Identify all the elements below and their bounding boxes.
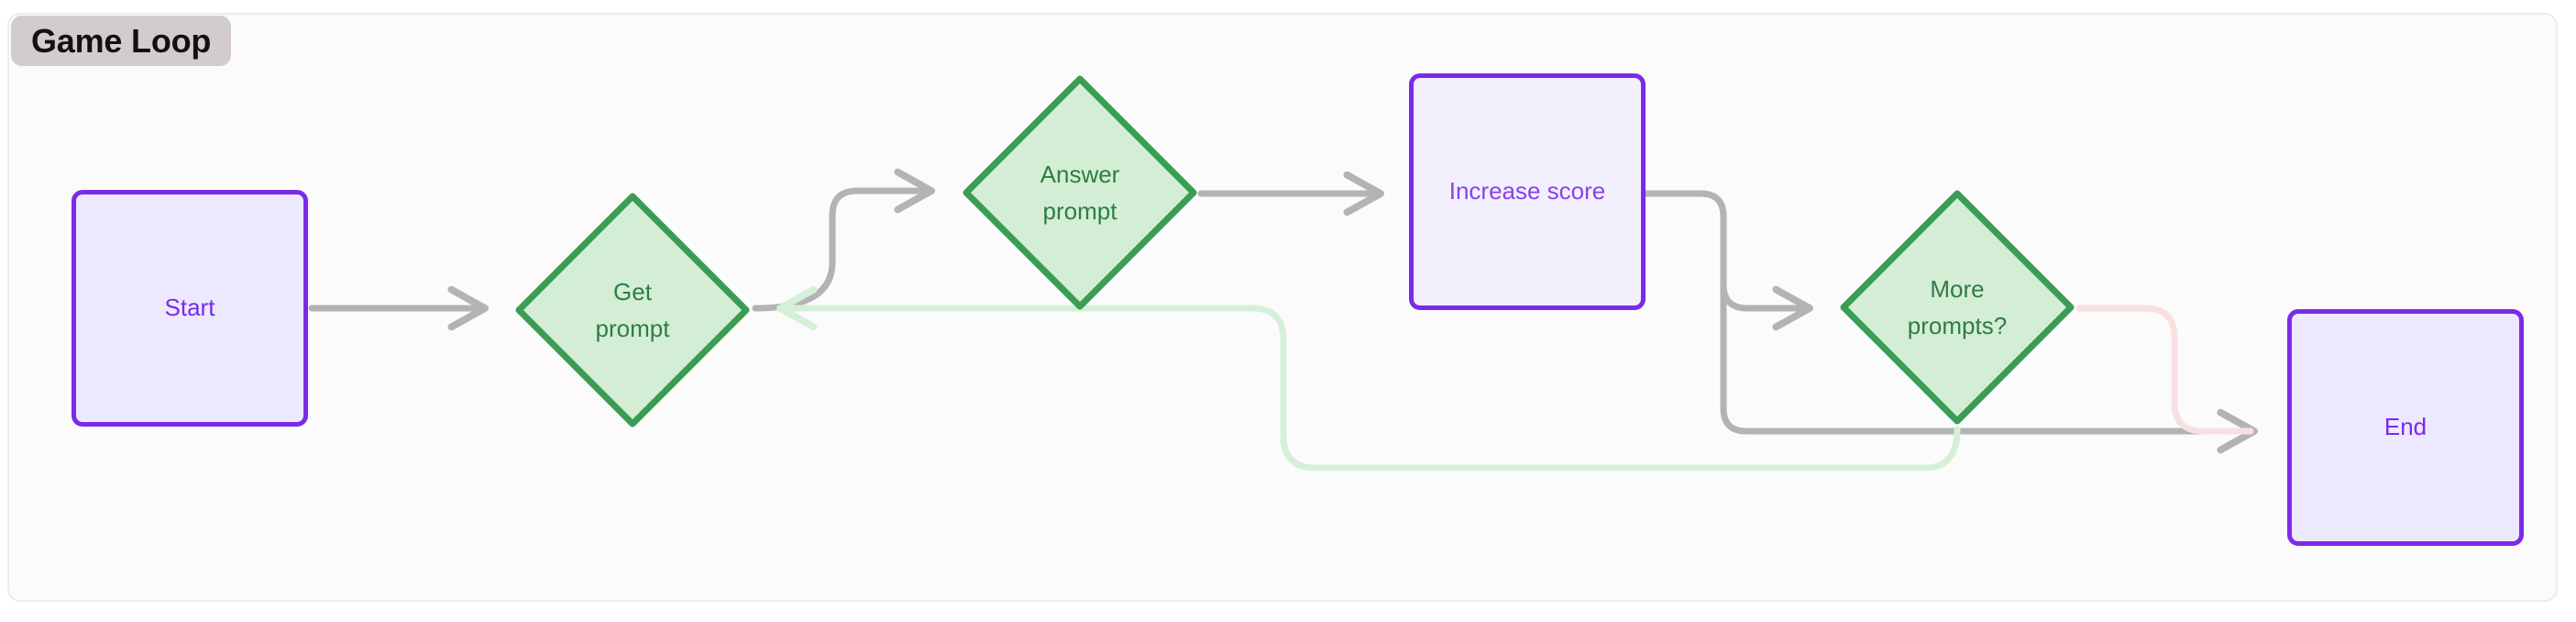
diamond-shape [1840, 190, 2075, 425]
node-end-label: End [2383, 413, 2427, 441]
node-start-label: Start [164, 294, 215, 322]
diamond-shape [963, 75, 1197, 310]
edge-score-to-more [1642, 190, 1813, 331]
node-answer-prompt-label: Answer prompt [1040, 160, 1120, 225]
node-increase-score-label: Increase score [1448, 177, 1606, 205]
diamond-shape [515, 193, 750, 428]
node-end[interactable]: End [2287, 309, 2524, 546]
node-more-prompts-label: More prompts? [1907, 274, 2008, 339]
node-more-prompts[interactable]: More prompts? [1838, 188, 2076, 427]
node-get-prompt[interactable]: Get prompt [513, 191, 752, 429]
edge-get-to-answer [752, 168, 935, 312]
node-increase-score[interactable]: Increase score [1409, 73, 1646, 310]
node-start[interactable]: Start [72, 190, 308, 427]
edge-more-to-get [776, 285, 1961, 472]
node-get-prompt-label: Get prompt [595, 277, 670, 342]
subgraph-title: Game Loop [11, 16, 232, 66]
node-answer-prompt[interactable]: Answer prompt [961, 73, 1199, 312]
edge-more-to-end [2075, 305, 2254, 435]
